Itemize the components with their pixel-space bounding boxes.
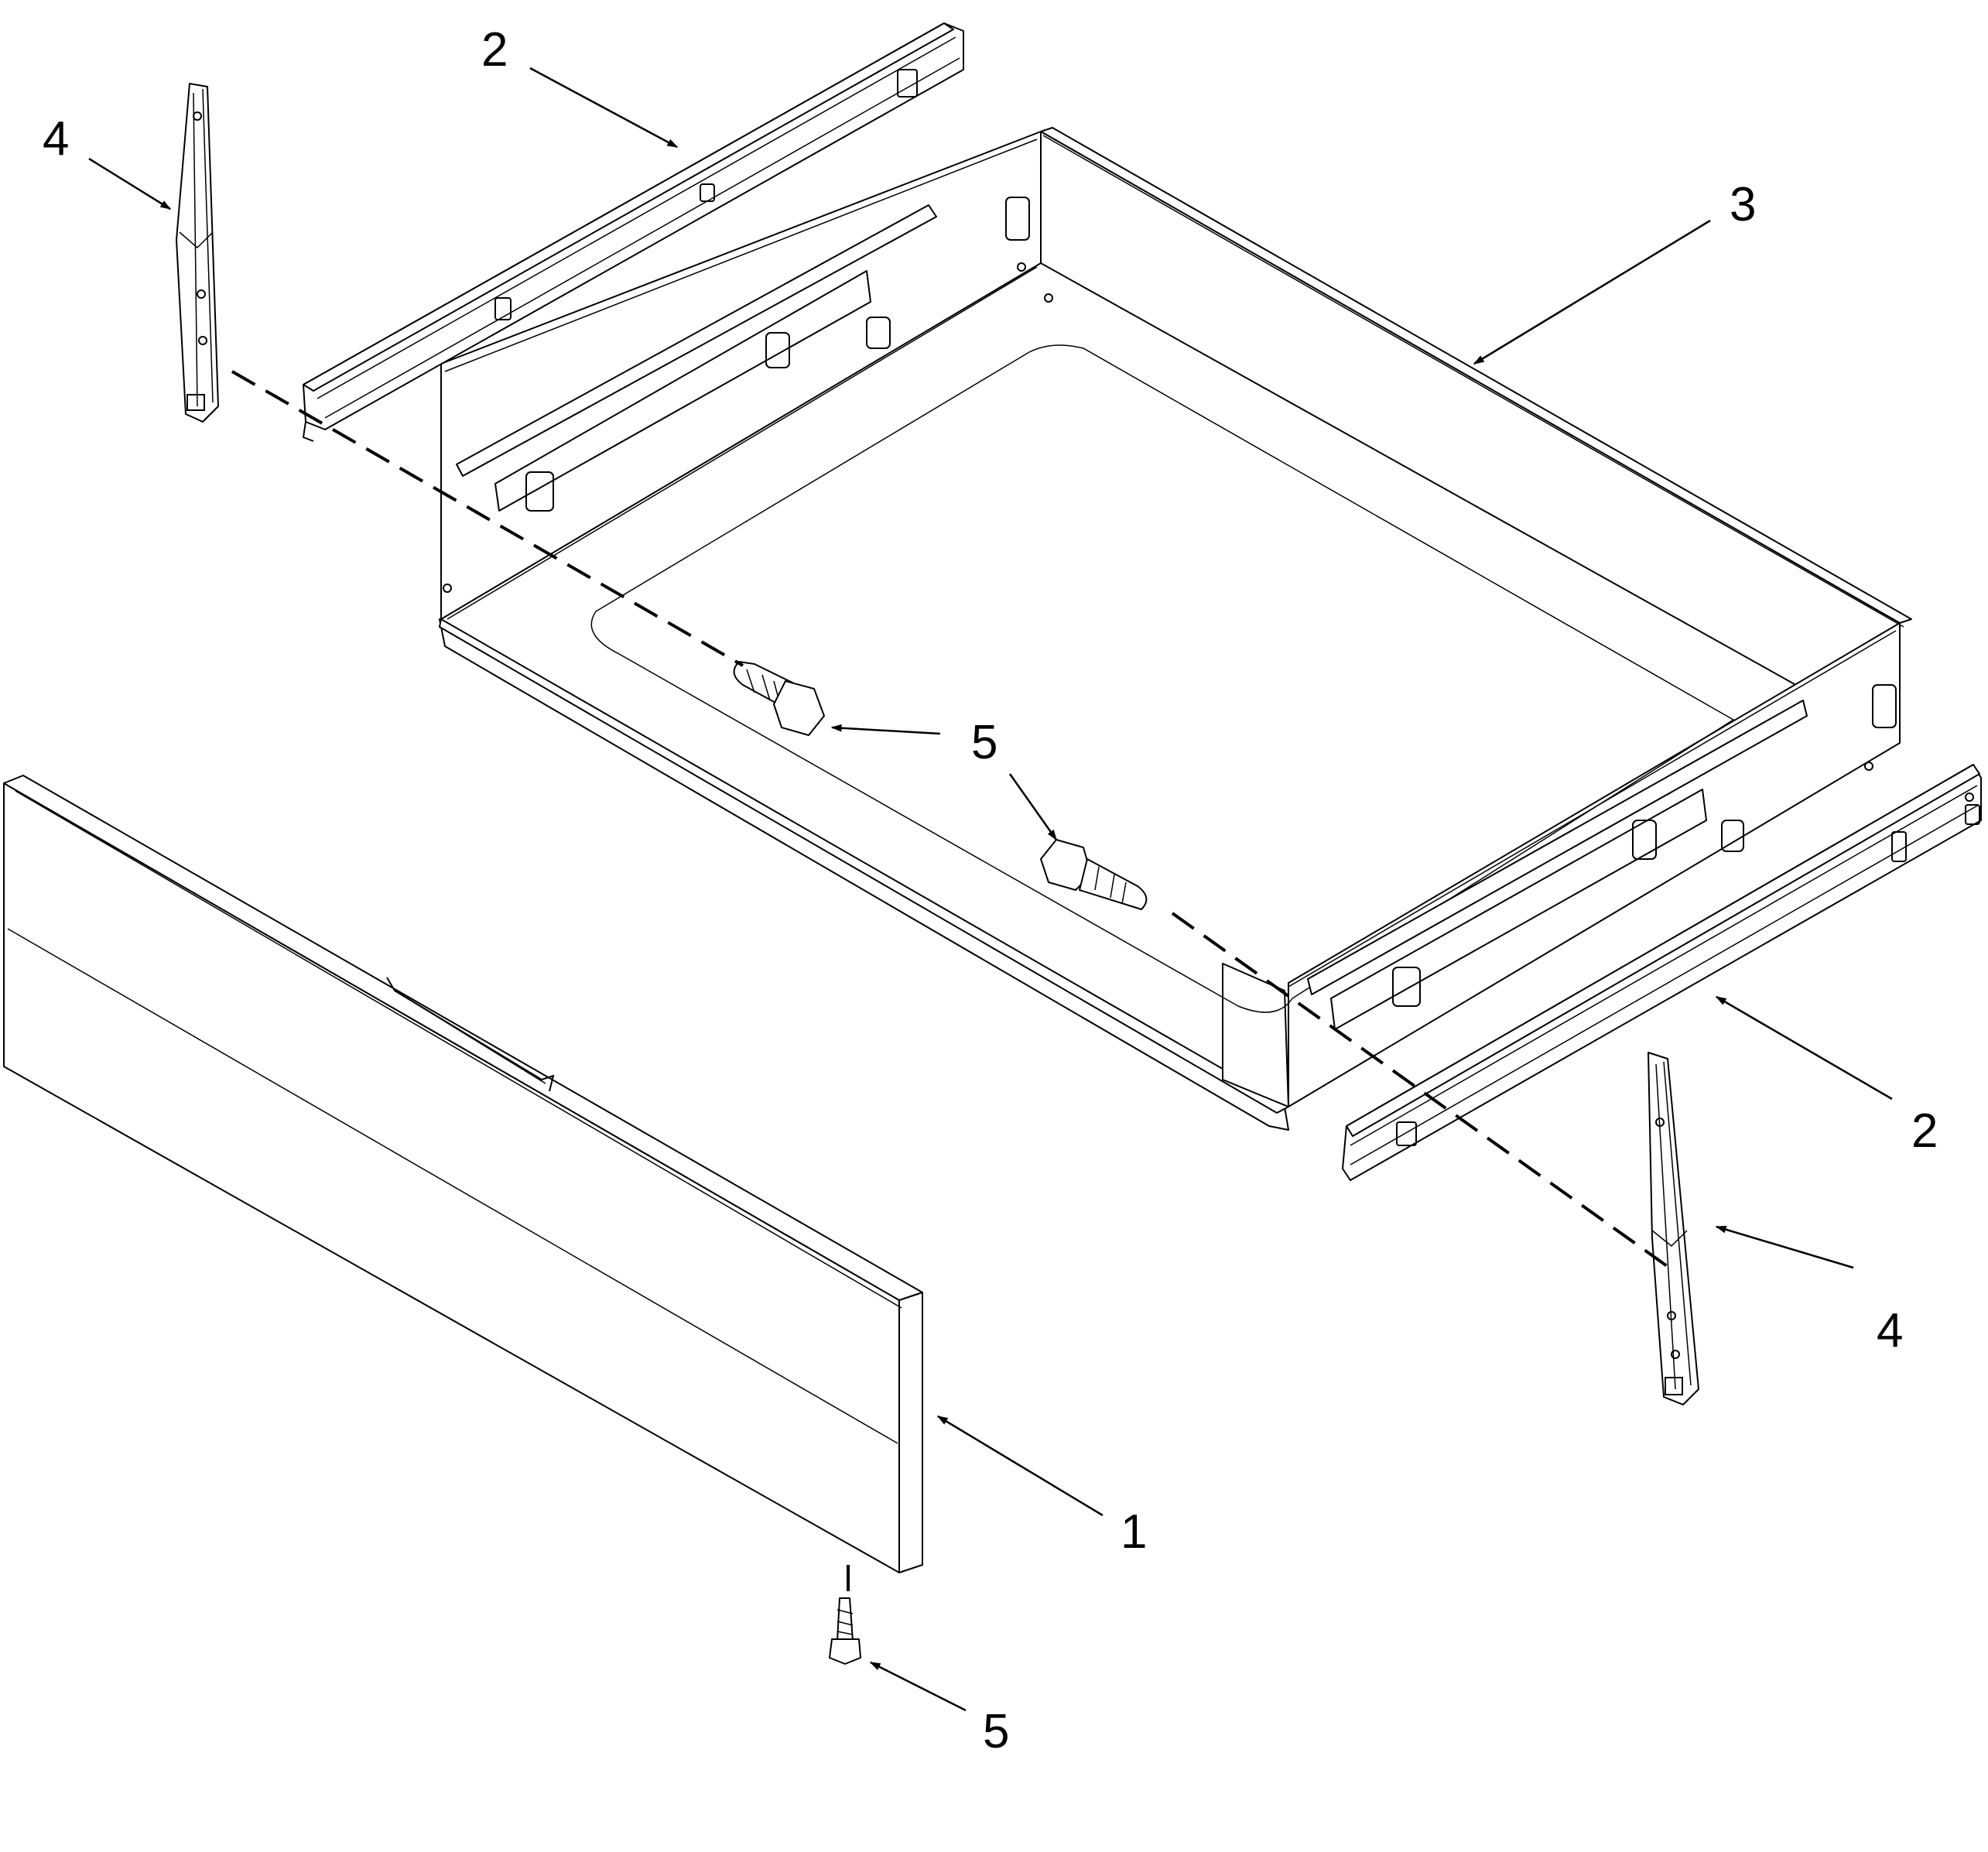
screw-upper bbox=[733, 661, 825, 736]
callout-3: 3 bbox=[1730, 178, 1756, 231]
leader-2-right bbox=[1715, 995, 1893, 1101]
callout-5-upper: 5 bbox=[971, 716, 997, 769]
leader-5-lower bbox=[1008, 773, 1058, 841]
leader-1 bbox=[936, 1415, 1103, 1517]
screw-bottom bbox=[829, 1597, 861, 1665]
callout-5-bottom: 5 bbox=[983, 1705, 1009, 1758]
slide-rail-left bbox=[302, 22, 964, 442]
leader-arrows bbox=[88, 67, 1893, 1712]
assembly-line-right bbox=[1171, 912, 1673, 1271]
leader-5-upper bbox=[830, 724, 941, 735]
bracket-right bbox=[1648, 1052, 1699, 1405]
drawer-body bbox=[439, 127, 1912, 1131]
leader-4-right bbox=[1715, 1225, 1854, 1269]
callout-2-right: 2 bbox=[1911, 1104, 1938, 1158]
slide-rail-right bbox=[1342, 764, 1982, 1181]
callout-1: 1 bbox=[1121, 1505, 1147, 1559]
screw-lower bbox=[1040, 839, 1148, 910]
callout-4-right: 4 bbox=[1877, 1304, 1903, 1357]
drawer-front-panel bbox=[3, 775, 923, 1573]
leader-4-left bbox=[88, 157, 172, 211]
callout-numbers: 1 2 2 3 4 4 5 5 5 bbox=[43, 23, 1938, 1758]
callout-4-left: 4 bbox=[43, 112, 69, 166]
assembly-line-left bbox=[231, 370, 744, 667]
assembly-lines bbox=[231, 370, 1673, 1594]
callout-2-left: 2 bbox=[481, 23, 508, 77]
leader-2-left bbox=[529, 67, 679, 149]
leader-3 bbox=[1473, 219, 1711, 365]
bracket-left bbox=[176, 83, 219, 423]
leader-5-bottom bbox=[869, 1661, 967, 1712]
